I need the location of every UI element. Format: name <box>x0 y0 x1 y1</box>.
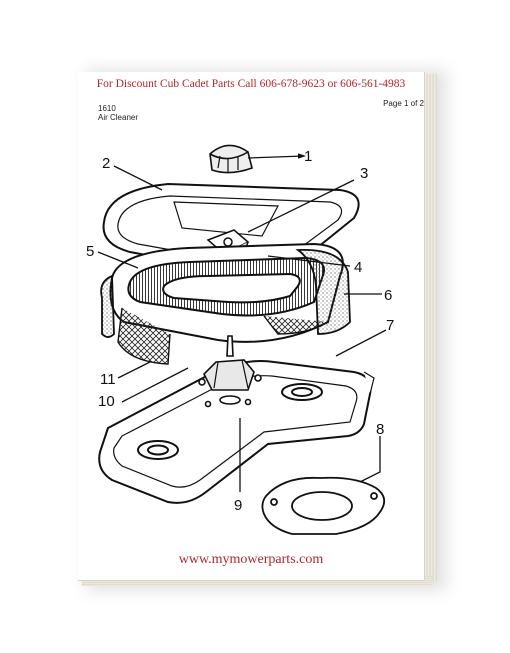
callout-3: 3 <box>360 165 368 182</box>
callout-6: 6 <box>384 287 392 304</box>
precleaner-part-6 <box>100 249 351 338</box>
book-cover: For Discount Cub Cadet Parts Call 606-67… <box>78 72 424 580</box>
leader-lines <box>97 153 387 492</box>
air-cleaner-exploded-diagram: 1 2 3 4 5 6 7 8 9 10 11 <box>86 144 394 535</box>
filter-element <box>109 242 344 365</box>
doc-title: Air Cleaner <box>98 113 139 122</box>
part-callouts: 1 2 3 4 5 6 7 8 9 10 11 <box>86 148 394 514</box>
callout-10: 10 <box>98 393 115 410</box>
callout-9: 9 <box>234 497 242 514</box>
callout-1: 1 <box>304 148 312 165</box>
callout-4: 4 <box>354 259 362 276</box>
callout-5: 5 <box>86 243 94 260</box>
callout-11: 11 <box>100 371 116 388</box>
callout-2: 2 <box>102 155 110 172</box>
stud-part-9 <box>198 335 262 408</box>
discount-banner: For Discount Cub Cadet Parts Call 606-67… <box>96 78 406 90</box>
gasket-part-8 <box>261 476 386 535</box>
knob-part-1 <box>209 144 253 174</box>
footer-url: www.mymowerparts.com <box>178 552 324 567</box>
doc-number: 1610 <box>98 104 116 113</box>
callout-8: 8 <box>376 421 384 438</box>
base-part-7 <box>98 360 375 504</box>
callout-7: 7 <box>386 317 394 334</box>
page-indicator: Page 1 of 2 <box>383 99 424 108</box>
